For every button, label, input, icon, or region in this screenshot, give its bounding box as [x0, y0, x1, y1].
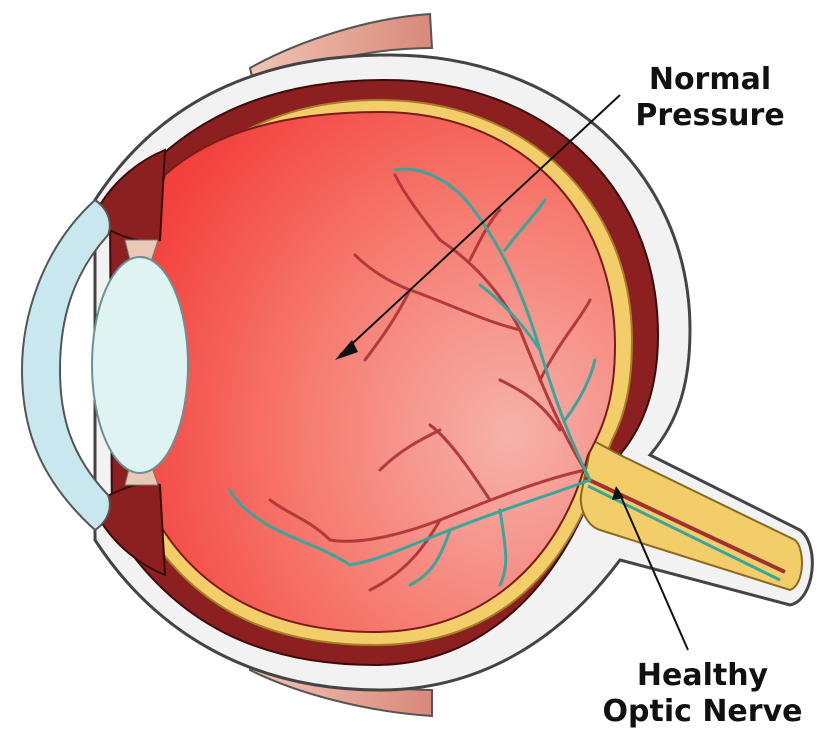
lens [92, 257, 188, 473]
pressure-label-line1: Normal [610, 62, 810, 98]
nerve-label-line1: Healthy [590, 658, 815, 694]
normal-pressure-label: Normal Pressure [610, 62, 810, 134]
healthy-optic-nerve-label: Healthy Optic Nerve [590, 658, 815, 730]
pressure-label-line2: Pressure [610, 98, 810, 134]
nerve-label-line2: Optic Nerve [590, 694, 815, 730]
